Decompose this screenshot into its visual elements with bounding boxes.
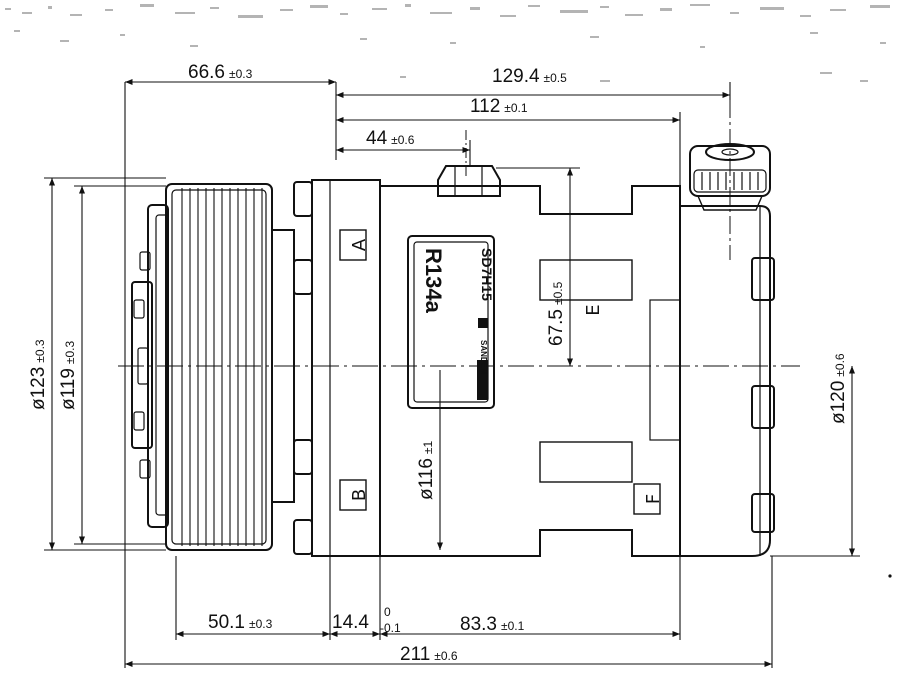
dimension-labels: 66.6±0.3 129.4±0.5 112±0.1 44±0.6 67.5±0…: [28, 62, 849, 665]
port-label-e: E: [583, 304, 604, 315]
dim-phi119: ø119±0.3: [58, 341, 79, 411]
dim-211: 211±0.6: [400, 644, 458, 665]
dim-83-3: 83.3±0.1: [460, 614, 525, 635]
port-label-b: B: [349, 489, 370, 501]
dim-14-4-tol-upper: 0: [384, 605, 391, 619]
dim-66-6: 66.6±0.3: [188, 62, 253, 83]
nameplate-model: SD7H15: [479, 248, 495, 301]
dim-phi116: ø116±1: [416, 441, 437, 500]
port-label-f: F: [643, 494, 664, 504]
compressor-body: [131, 143, 775, 557]
dim-phi123: ø123±0.3: [28, 339, 49, 410]
nameplate: SD7H15 R134a SANDEN: [421, 248, 495, 374]
dim-44: 44±0.6: [366, 128, 415, 149]
port-labels: A B E F: [339, 229, 664, 515]
centre-lines: [118, 100, 800, 367]
dim-14-4: 14.4: [332, 612, 369, 633]
nameplate-refrigerant: R134a: [421, 248, 446, 314]
dimension-lines: [44, 78, 860, 668]
nameplate-brand: SANDEN: [479, 340, 488, 374]
stray-dot: [888, 574, 892, 578]
dim-67-5: 67.5±0.5: [546, 281, 567, 346]
dim-129-4: 129.4±0.5: [492, 66, 567, 87]
dim-14-4-tol-lower: -0.1: [380, 621, 401, 635]
scan-noise: [5, 4, 890, 82]
dim-112: 112±0.1: [470, 96, 528, 117]
port-label-a: A: [349, 238, 370, 251]
dim-50-1: 50.1±0.3: [208, 612, 273, 633]
dim-phi120: ø120±0.6: [828, 353, 849, 424]
